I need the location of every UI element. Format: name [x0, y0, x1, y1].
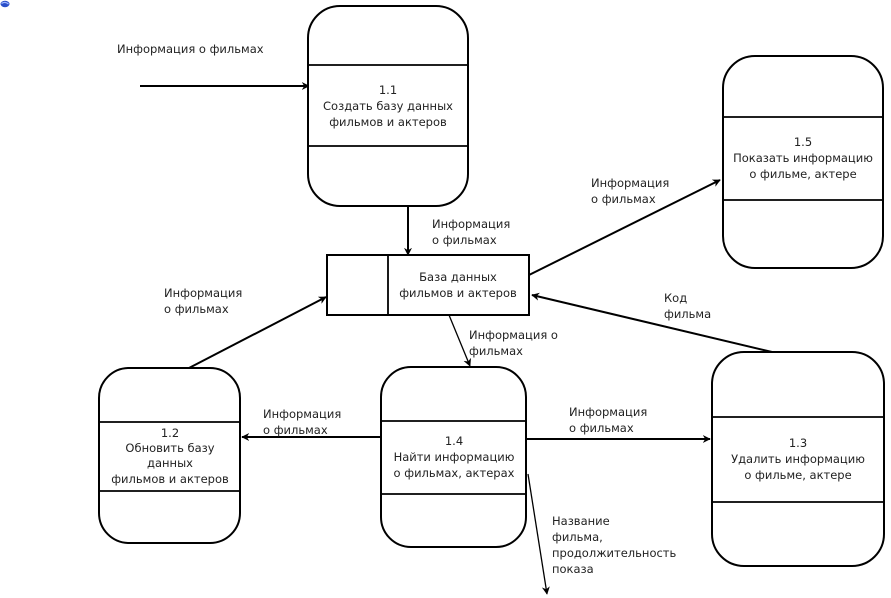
process-number: 1.2 [161, 426, 179, 440]
process-label: Обновить базу [125, 441, 214, 455]
process-label: Найти информацию [394, 450, 515, 464]
process-number: 1.3 [789, 436, 807, 450]
flow-label: фильма [664, 307, 711, 321]
flow-label: Информация [164, 286, 242, 300]
process-1-5[interactable]: 1.5 Показать информацию о фильме, актере [722, 55, 884, 269]
flow-label: о фильмах [569, 421, 634, 435]
process-label: о фильме, актере [744, 468, 851, 482]
process-label: о фильме, актере [749, 167, 856, 181]
flow-label: Название [552, 514, 610, 528]
flow-label: Информация [432, 217, 510, 231]
flow-14-to-ext: Название фильма, продолжительность показ… [527, 473, 677, 595]
flow-12-to-db: Информация о фильмах [164, 286, 327, 369]
flow-label: о фильмах [263, 423, 328, 437]
process-number: 1.1 [379, 83, 397, 97]
flow-label: о фильмах [164, 302, 229, 316]
process-box [711, 351, 885, 567]
app-logo-icon [0, 0, 10, 8]
datastore-label: База данных [419, 270, 497, 284]
flow-db-to-15: Информация о фильмах [528, 176, 721, 276]
process-1-3[interactable]: 1.3 Удалить информацию о фильме, актере [711, 351, 885, 567]
process-label: Создать базу данных [323, 99, 453, 113]
datastore-box [326, 254, 530, 316]
process-label: о фильмах, актерах [394, 466, 515, 480]
flow-arrow [448, 314, 471, 367]
flow-11-to-db: Информация о фильмах [404, 206, 510, 256]
process-label: Показать информацию [733, 151, 873, 165]
flow-label: о фильмах [432, 233, 497, 247]
flow-14-to-13: Информация о фильмах [527, 405, 711, 443]
process-1-4[interactable]: 1.4 Найти информацию о фильмах, актерах [380, 366, 527, 548]
flow-label: Код [664, 291, 687, 305]
process-number: 1.5 [794, 135, 812, 149]
flow-arrow [528, 179, 721, 276]
flow-label: Информация о фильмах [117, 42, 264, 56]
flow-label: о фильмах [591, 192, 656, 206]
process-1-2[interactable]: 1.2 Обновить базу данных фильмов и актер… [98, 367, 241, 544]
process-1-1[interactable]: 1.1 Создать базу данных фильмов и актеро… [307, 5, 469, 207]
flow-label: показа [552, 562, 594, 576]
flow-label: Информация [591, 176, 669, 190]
process-label: Удалить информацию [731, 452, 865, 466]
flow-label: фильмах [469, 344, 523, 358]
process-number: 1.4 [445, 434, 463, 448]
flow-label: фильма, [552, 530, 603, 544]
datastore-label: фильмов и актеров [399, 286, 517, 300]
process-label: фильмов и актеров [111, 472, 229, 486]
datastore-films-actors[interactable]: База данных фильмов и актеров [326, 254, 530, 316]
process-box [307, 5, 469, 207]
flow-arrow [531, 292, 773, 353]
flow-arrow [188, 296, 327, 369]
flow-14-to-12: Информация о фильмах [241, 407, 381, 441]
process-label: фильмов и актеров [329, 115, 447, 129]
flow-db-to-14: Информация о фильмах [448, 314, 558, 367]
flow-label: продолжительность [552, 546, 677, 560]
flow-13-to-db: Код фильма [531, 291, 773, 353]
flow-label: Информация [569, 405, 647, 419]
flow-label: Информация о [469, 328, 558, 342]
flow-label: Информация [263, 407, 341, 421]
process-box [722, 55, 884, 269]
process-label: данных [147, 456, 193, 470]
process-box [380, 366, 527, 548]
process-box [98, 367, 241, 544]
flow-ext-to-11: Информация о фильмах [117, 42, 310, 90]
flow-arrow [527, 473, 550, 595]
